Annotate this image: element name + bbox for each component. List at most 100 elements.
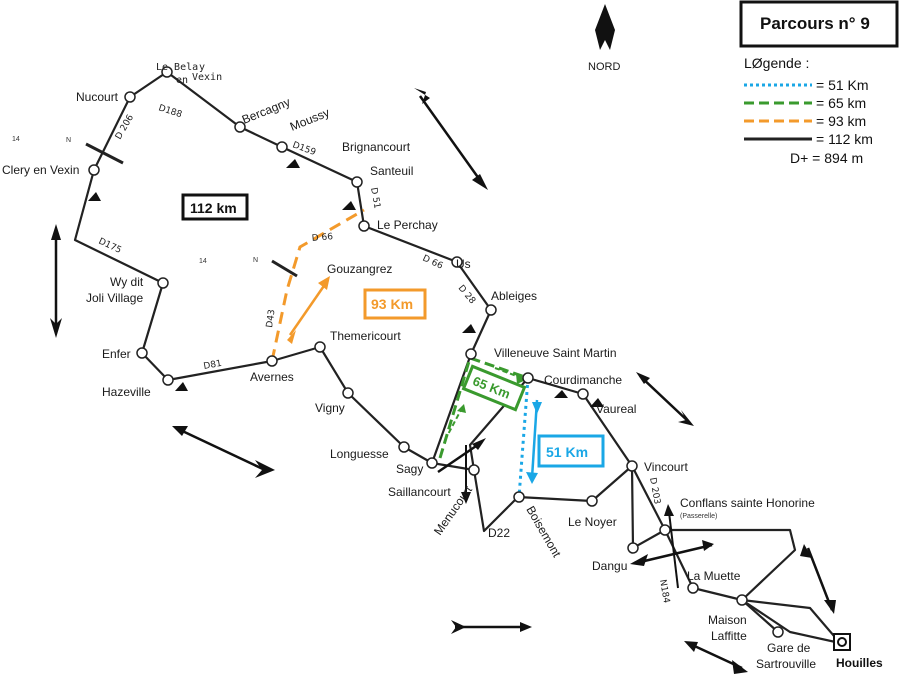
north-label: NORD <box>588 61 620 73</box>
map-title: Parcours n° 9 <box>760 14 870 33</box>
label-dangu: Dangu <box>592 559 627 573</box>
triangle-hazeville <box>175 382 188 391</box>
triangle-courdimanche <box>554 390 568 398</box>
road-d203: D 203 <box>647 477 662 505</box>
green-arrowhead-a <box>457 404 466 413</box>
triangle-vaureal <box>590 398 604 407</box>
label-enfer: Enfer <box>102 347 131 361</box>
label-lebelay-2: y <box>199 62 205 73</box>
road-d51: D 51 <box>368 187 382 210</box>
node-hazeville <box>162 374 174 386</box>
label-lebelay-1: Le Bela <box>156 62 198 73</box>
label-conflans: Conflans sainte Honorine <box>680 496 815 510</box>
arrow-menucourt-icon <box>461 492 471 504</box>
road-d206: D 206 <box>114 113 136 142</box>
label-nucourt: Nucourt <box>76 90 119 104</box>
node-courdimanche <box>522 372 534 384</box>
n14-crossing-center <box>271 259 298 278</box>
label-passerelle: (Passerelle) <box>680 513 717 520</box>
place-labels: Nucourt Le Bela y en Vexin Bercagny Mous… <box>2 62 883 671</box>
route-112km-line <box>73 70 493 465</box>
label-ableiges: Ableiges <box>491 289 537 303</box>
road-d43: D43 <box>265 309 277 329</box>
node-nucourt <box>124 91 136 103</box>
route-65km-line <box>438 356 529 459</box>
node-saillancourt <box>468 464 480 476</box>
node-vincourt <box>626 460 638 472</box>
node-conflans <box>659 524 671 536</box>
tag-93-label: 93 Km <box>371 296 413 312</box>
arrow-dangu-icon <box>702 540 714 551</box>
label-hazeville: Hazeville <box>102 385 151 399</box>
node-clery <box>88 164 100 176</box>
label-saillancourt: Saillancourt <box>388 485 451 499</box>
node-vaureal <box>577 388 589 400</box>
label-gare-1: Gare de <box>767 641 811 655</box>
label-leperchay: Le Perchay <box>377 218 438 232</box>
node-vigny <box>342 387 354 399</box>
label-gouzangrez: Gouzangrez <box>327 262 392 276</box>
label-houilles: Houilles <box>836 656 883 670</box>
node-leperchay <box>358 220 370 232</box>
label-vaureal: Vaureal <box>596 402 636 416</box>
legend-heading: LØgende : <box>744 55 809 71</box>
green-direction-arrow-2 <box>494 367 523 379</box>
node-wy <box>157 277 169 289</box>
legend: LØgende : = 51 Km = 65 km = 93 km = 112 … <box>744 55 873 166</box>
label-boisemont: Boisemont <box>523 504 564 561</box>
node-avernes <box>266 355 278 367</box>
node-santeuil <box>351 176 363 188</box>
road-d66a: D 66 <box>311 232 333 244</box>
arrow-east-diagonal-icon <box>636 372 650 384</box>
tag-93-box <box>363 288 427 320</box>
road-d22: D22 <box>488 526 510 540</box>
node-lamuette <box>687 582 699 594</box>
houilles-station-dot <box>837 637 847 647</box>
route-east-line <box>665 528 797 633</box>
tag-112-label: 112 km <box>190 200 237 216</box>
label-wy-2: Joli Village <box>86 291 143 305</box>
legend-label-51: = 51 Km <box>816 77 869 93</box>
large-arrows <box>50 4 836 674</box>
route-51km-line <box>517 377 530 498</box>
route-93km-line <box>270 208 365 362</box>
node-lenoyer <box>586 495 598 507</box>
n14-center-letter: N <box>253 257 258 264</box>
tag-112-box <box>181 193 249 221</box>
label-villeneuve: Villeneuve Saint Martin <box>494 346 617 360</box>
label-us: Us <box>456 257 471 271</box>
label-vigny: Vigny <box>315 401 345 415</box>
node-themericourt <box>314 341 326 353</box>
label-lenoyer: Le Noyer <box>568 515 617 529</box>
label-gare-2: Sartrouville <box>756 657 816 671</box>
orange-arrow-tail <box>287 330 296 344</box>
orange-arrowhead <box>318 276 330 290</box>
tag-65-box <box>461 364 527 412</box>
label-vincourt: Vincourt <box>644 460 688 474</box>
n14-west-letter: N <box>66 137 71 144</box>
node-villeneuve <box>465 348 477 360</box>
node-sagy <box>426 457 438 469</box>
legend-label-112: = 112 km <box>816 131 873 147</box>
label-brignancourt: Brignancourt <box>342 140 411 154</box>
node-enfer <box>136 347 148 359</box>
label-sagy: Sagy <box>396 462 423 476</box>
n14-west-number: 14 <box>12 136 20 143</box>
arrow-west-up-icon <box>51 224 61 240</box>
arrow-sw-diagonal-icon <box>172 426 188 436</box>
label-avernes: Avernes <box>250 370 294 384</box>
north-arrow-icon <box>595 4 615 50</box>
label-santeuil: Santeuil <box>370 164 413 178</box>
road-d81: D81 <box>203 359 223 372</box>
legend-label-65: = 65 km <box>816 95 866 111</box>
title-box <box>739 0 899 48</box>
triangle-clery <box>88 192 101 201</box>
arrow-ne-diagonal-icon <box>472 174 488 190</box>
blue-arrowhead <box>526 472 538 484</box>
arrow-laffitte-icon <box>684 641 698 652</box>
node-longuesse <box>398 441 410 453</box>
node-bercagny <box>234 121 246 133</box>
node-us <box>451 256 463 268</box>
